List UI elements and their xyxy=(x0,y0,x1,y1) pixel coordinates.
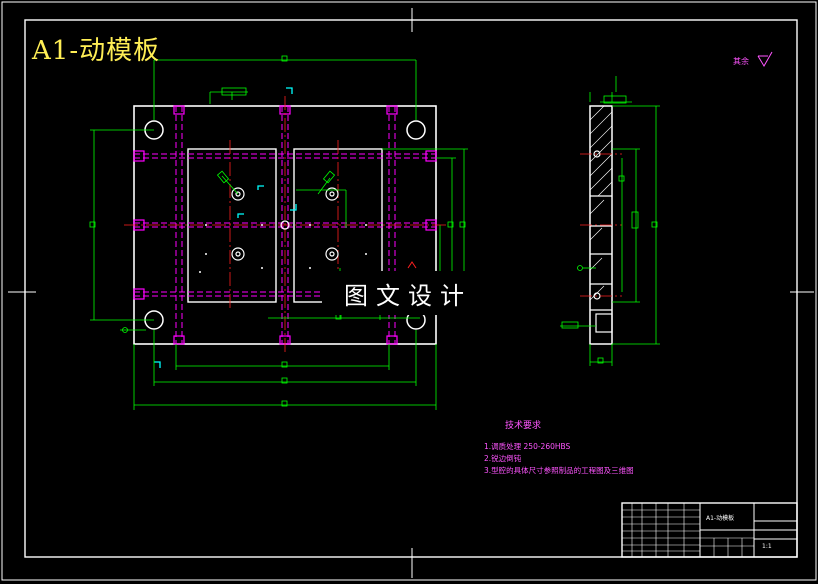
section-markers xyxy=(154,87,297,368)
ejector-holes xyxy=(231,187,339,261)
side-features xyxy=(590,150,613,333)
roughness-symbol xyxy=(757,51,773,67)
datum-marker xyxy=(407,261,417,269)
title-block-name: A1-动模板 xyxy=(706,515,735,522)
tech-requirements-title: 技术要求 xyxy=(505,421,542,431)
side-center-lines xyxy=(580,153,622,297)
dimensions-front xyxy=(90,59,468,410)
leaders-front xyxy=(120,87,347,333)
dimensions-side xyxy=(560,76,660,366)
tech-requirement-1: 1.调质处理 250-260HBS xyxy=(484,442,571,451)
side-view xyxy=(560,76,660,366)
front-view xyxy=(89,55,468,410)
tech-requirement-3: 3.型腔的具体尺寸参照制品的工程图及三维图 xyxy=(484,466,634,475)
title-block-scale: 1:1 xyxy=(762,543,772,550)
dimension-tags-side xyxy=(597,175,658,364)
pin-points xyxy=(199,224,373,273)
title-block xyxy=(621,502,798,558)
watermark-label: 图文设计 xyxy=(322,271,494,315)
dimension-tags-front xyxy=(89,55,466,407)
roughness-note: 其余 xyxy=(733,57,749,66)
guide-hole-tr xyxy=(406,120,426,140)
inner-border xyxy=(24,19,798,558)
drawing-title: A1-动模板 xyxy=(32,36,161,66)
tech-requirement-2: 2.锐边倒钝 xyxy=(484,454,522,463)
side-hatch xyxy=(589,105,613,301)
left-cavity xyxy=(187,148,277,303)
center-lines xyxy=(124,96,446,354)
hidden-ends xyxy=(133,105,437,345)
